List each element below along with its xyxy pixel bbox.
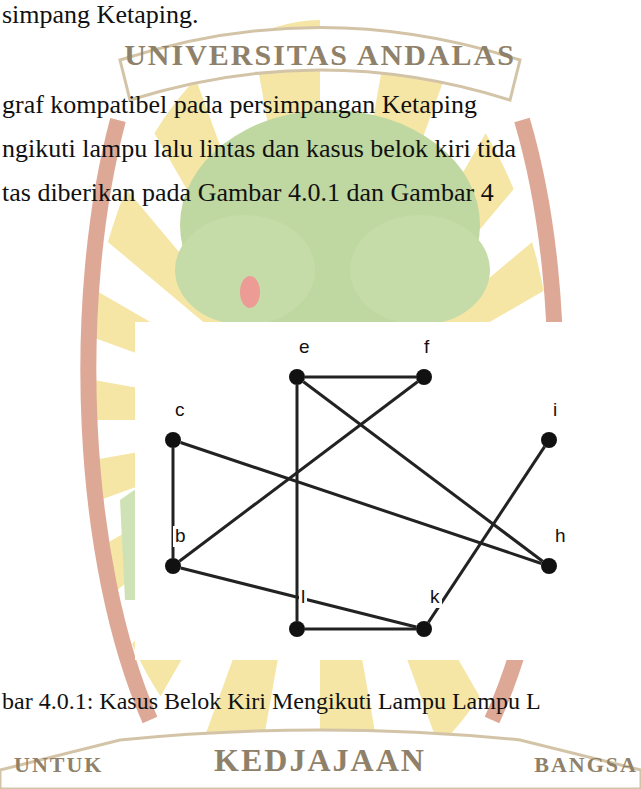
vertex-label: i — [551, 400, 559, 421]
graph-edge — [181, 443, 542, 564]
vertex-label: c — [173, 400, 187, 421]
graph-edge — [297, 385, 298, 621]
text-line: graf kompatibel pada persimpangan Ketapi… — [2, 90, 477, 120]
logo-tree — [175, 215, 315, 325]
vertex-label: f — [422, 337, 431, 358]
logo-banner — [120, 28, 520, 101]
edge-line — [305, 376, 416, 379]
graph-vertex: c — [165, 432, 181, 448]
logo-tree — [350, 215, 490, 325]
graph-vertex: l — [289, 621, 305, 637]
logo-banner — [0, 730, 641, 789]
edge-line — [296, 385, 299, 621]
graph-edge — [428, 447, 544, 623]
watermark-text: BANGSA — [534, 752, 638, 777]
graph-edge — [305, 377, 416, 378]
vertex-label: h — [553, 526, 568, 547]
graph-vertex: i — [541, 432, 557, 448]
edge-line — [428, 447, 544, 623]
edge-line — [179, 382, 417, 561]
graph-panel — [135, 322, 583, 660]
graph-edge — [303, 382, 542, 561]
logo-flower — [240, 276, 260, 308]
graph-edge — [181, 568, 416, 627]
graph-vertex: f — [416, 369, 432, 385]
graph-edge — [179, 382, 417, 561]
graph-vertex: k — [416, 621, 432, 637]
watermark-text: UNTUK — [14, 752, 103, 777]
edge-line — [181, 568, 416, 627]
graph-vertex: h — [541, 558, 557, 574]
graph-edge — [305, 629, 416, 630]
edge-line — [305, 628, 416, 631]
text-line: simpang Ketaping. — [2, 0, 198, 30]
watermark-text: UNIVERSITAS ANDALAS — [124, 38, 516, 73]
text-line: tas diberikan pada Gambar 4.0.1 dan Gamb… — [2, 178, 494, 208]
graph-vertex: b — [165, 558, 181, 574]
vertex-label: b — [173, 526, 188, 547]
edge-line — [303, 382, 542, 561]
watermark-text: KEDJAJAAN — [214, 742, 426, 779]
text-line: ngikuti lampu lalu lintas dan kasus belo… — [2, 134, 516, 164]
edge-line — [181, 443, 542, 564]
figure-caption: bar 4.0.1: Kasus Belok Kiri Mengikuti La… — [2, 688, 541, 716]
graph-vertex: e — [289, 369, 305, 385]
vertex-label: l — [299, 587, 307, 608]
vertex-label: e — [297, 337, 312, 358]
vertex-label: k — [428, 587, 442, 608]
